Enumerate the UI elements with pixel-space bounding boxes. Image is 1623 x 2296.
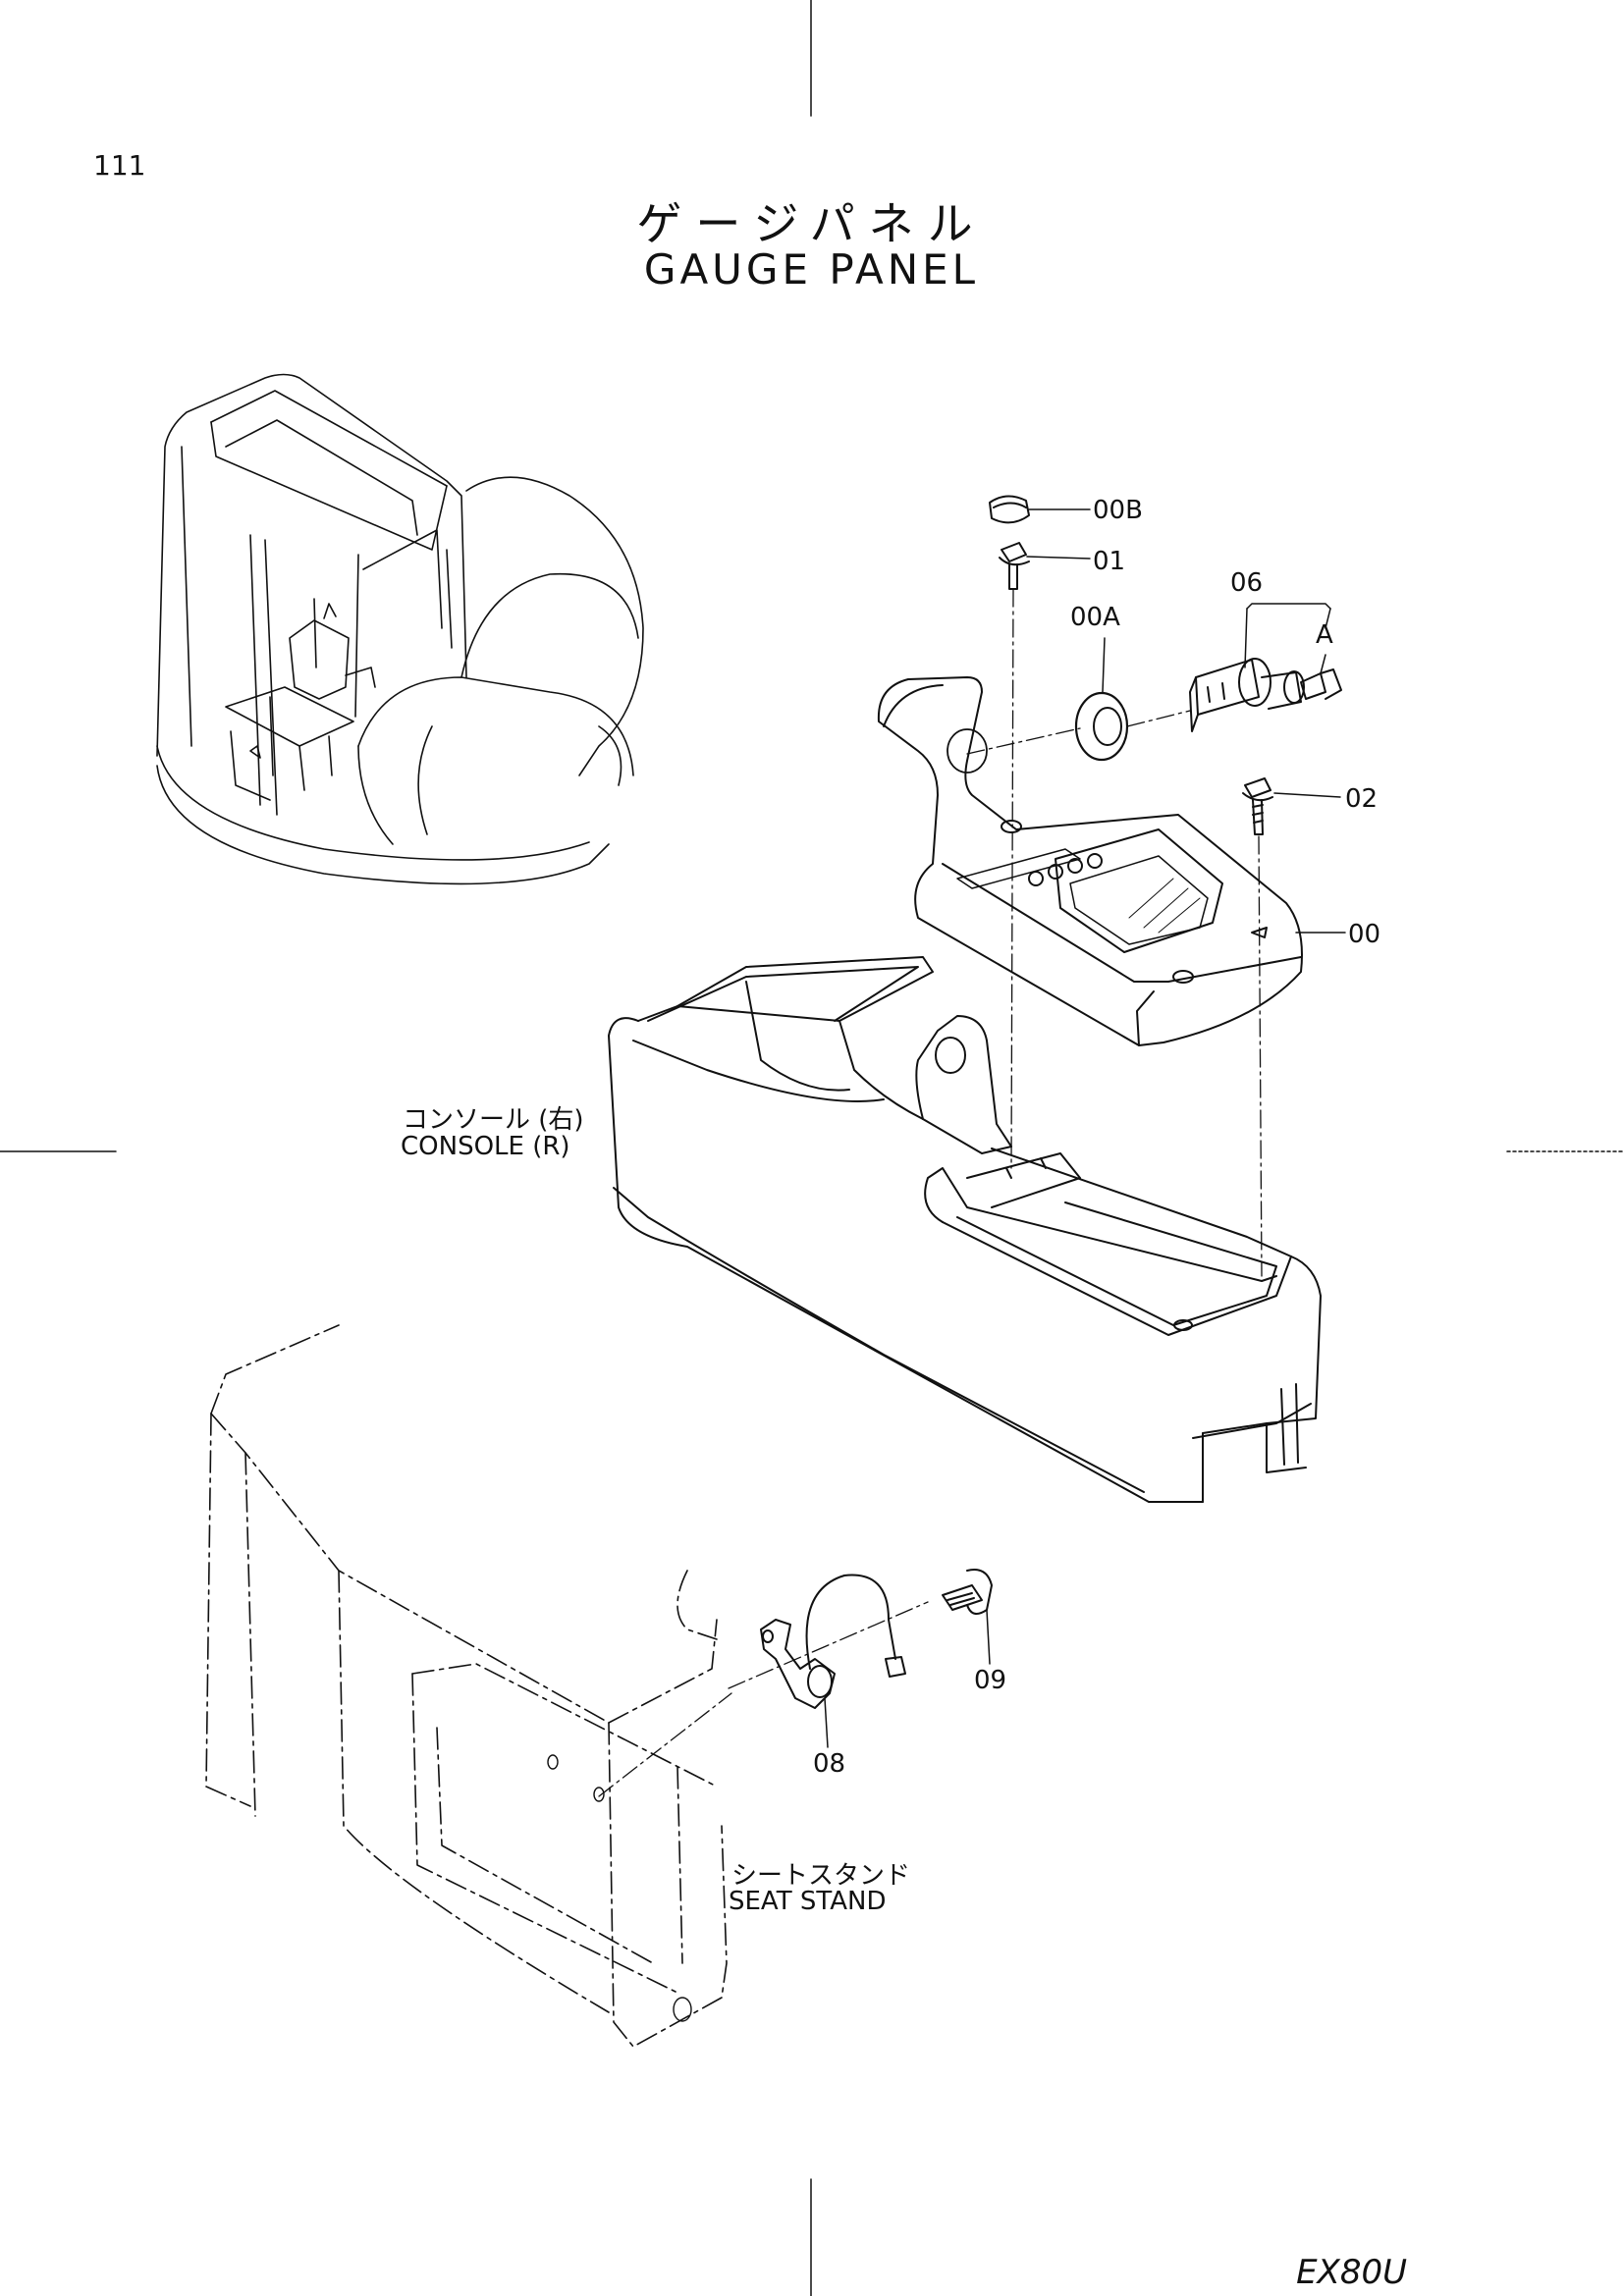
seat-stand-details — [547, 1754, 692, 2022]
assembly-centerlines — [598, 588, 1263, 1797]
grommet-00a-part — [1074, 691, 1129, 762]
title-japanese: ゲージパネル — [636, 197, 987, 250]
console-label-en: CONSOLE (R) — [401, 1132, 570, 1161]
title-english: GAUGE PANEL — [643, 245, 980, 294]
bolt-09-part — [942, 1569, 993, 1615]
callout-labels: 00B 01 06 00A A 02 00 09 08 — [813, 496, 1380, 1779]
callout-06-label: 06 — [1230, 568, 1263, 598]
model-number: EX80U — [1296, 2253, 1407, 2292]
callout-00b-label: 00B — [1093, 496, 1143, 525]
callout-00a-label: 00A — [1070, 603, 1120, 632]
callout-00-label: 00 — [1348, 920, 1380, 949]
right-console-part — [608, 956, 1322, 1503]
excavator-overview-illustration — [156, 373, 644, 885]
bolt-01-part — [999, 542, 1030, 590]
console-label-jp: コンソール (右) — [403, 1105, 584, 1135]
callout-a-label: A — [1316, 620, 1333, 650]
rubber-plug-part — [989, 495, 1030, 524]
page-number: 111 — [93, 149, 146, 182]
gauge-panel-cover — [877, 676, 1303, 1046]
sensor-08-part — [760, 1574, 906, 1709]
seat-stand-part — [205, 1324, 728, 2048]
callout-02-label: 02 — [1345, 784, 1378, 814]
seat-stand-label-jp: シートスタンド — [731, 1861, 911, 1891]
bolt-02-part — [1242, 777, 1273, 835]
callout-08-label: 08 — [813, 1749, 845, 1779]
key-switch-06-part — [1189, 658, 1342, 732]
callout-leaders — [824, 508, 1346, 1748]
callout-01-label: 01 — [1093, 547, 1125, 576]
seat-stand-label-en: SEAT STAND — [729, 1887, 887, 1916]
callout-09-label: 09 — [974, 1666, 1006, 1695]
